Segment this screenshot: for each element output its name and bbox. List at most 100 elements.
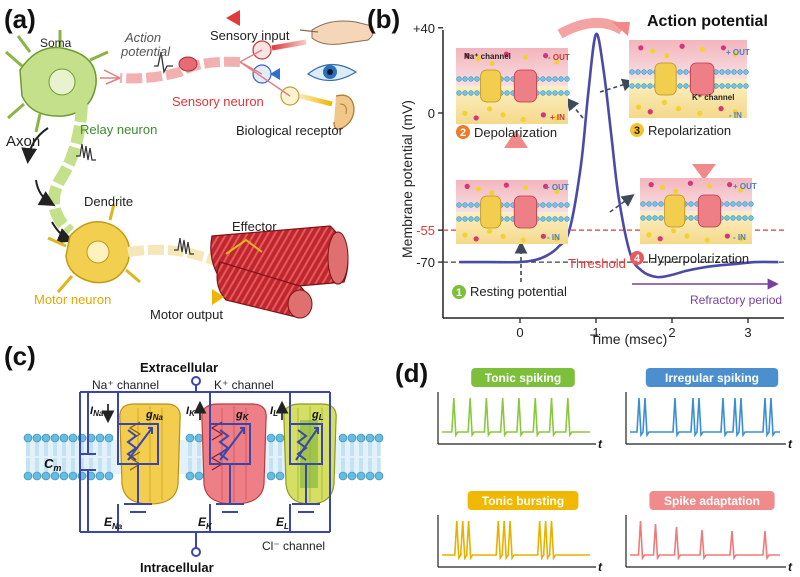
lipid-head [185, 471, 195, 481]
lipid-head [32, 471, 42, 481]
motor-spike-train-icon [174, 237, 194, 255]
lipid-head [742, 201, 748, 207]
ion [462, 232, 468, 238]
ion [554, 115, 560, 121]
lipid-tail [35, 442, 39, 472]
intracellular-terminal [191, 547, 201, 557]
ion [720, 45, 727, 51]
refractory-label: Refractory period [690, 293, 782, 307]
label-g-na: gNa [145, 409, 164, 422]
lipid-head [104, 433, 114, 443]
ion [500, 112, 506, 118]
lipid-head [504, 216, 510, 222]
ion [673, 188, 679, 194]
lipid-head [629, 83, 635, 89]
membrane-inset-depolarization [456, 48, 570, 124]
lipid-tail [350, 442, 354, 472]
lipid-head [374, 471, 384, 481]
lipid-head [456, 202, 462, 208]
panel-b-action-potential: (b) Action potential Membrane potential … [367, 4, 784, 347]
inset3-out-label: + OUT [726, 48, 750, 57]
stage3-to-4-arrowhead [692, 164, 716, 180]
inset3-k-channel-label: K⁺ channel [692, 93, 734, 102]
lipid-head [347, 471, 357, 481]
extracellular-terminal [191, 376, 201, 386]
ion [724, 233, 730, 239]
pattern-label: Spike adaptation [664, 494, 760, 508]
label-relay-neuron: Relay neuron [80, 122, 157, 137]
inset-k-channel [513, 69, 538, 103]
motor-output-arrowhead [212, 289, 224, 305]
lipid-head [41, 471, 51, 481]
ion [554, 59, 560, 65]
lipid-head [552, 76, 558, 82]
relay-neuron [5, 30, 109, 133]
pattern-time-label: t [598, 437, 603, 451]
lipid-head [737, 83, 743, 89]
lipid-tail [278, 442, 282, 472]
lipid-head [683, 83, 689, 89]
lipid-head [730, 201, 736, 207]
label-g-k: gK [235, 409, 250, 422]
lipid-head [41, 433, 51, 443]
label-e-k: EK [198, 515, 213, 531]
lipid-head [683, 69, 689, 75]
lipid-head [742, 215, 748, 221]
lipid-head [50, 471, 60, 481]
lipid-tail [62, 442, 66, 472]
guide-arrow-hyperpolarization [609, 194, 635, 213]
inset-k-channel [697, 194, 722, 228]
lipid-head [23, 471, 33, 481]
lipid-head [50, 433, 60, 443]
sensory-neuron-soma [178, 56, 198, 72]
inset-na-channel [480, 195, 502, 229]
motor-axon [127, 244, 237, 275]
ion [699, 46, 705, 52]
ion [473, 236, 479, 242]
lipid-head [95, 471, 105, 481]
ion [687, 180, 694, 186]
label-potential: potential [120, 44, 171, 59]
hearing-signal-arrow [299, 93, 333, 107]
lipid-head [552, 216, 558, 222]
membrane-inset-resting [456, 180, 570, 244]
ion [684, 233, 690, 239]
label-i-na: INa [90, 405, 104, 418]
lipid-head [540, 216, 546, 222]
motor-neuron [47, 203, 141, 293]
lipid-head [504, 90, 510, 96]
muscle-effector [210, 225, 349, 319]
lipid-head [266, 433, 276, 443]
lipid-head [338, 471, 348, 481]
vision-arrowhead [270, 68, 280, 80]
ion [487, 228, 493, 234]
label-c-m: Cm [44, 456, 61, 473]
label-e-l: EL [276, 515, 289, 531]
lipid-head [546, 90, 552, 96]
stage-3-number: 3 [634, 125, 640, 137]
inset2-out-label: - OUT [548, 53, 570, 62]
lipid-head [474, 216, 480, 222]
lipid-tail [98, 442, 102, 472]
ion [487, 106, 493, 112]
lipid-head [59, 471, 69, 481]
lipid-head [731, 83, 737, 89]
label-dendrite: Dendrite [84, 194, 133, 209]
lipid-head [474, 90, 480, 96]
ion [648, 182, 654, 188]
lipid-head [719, 83, 725, 89]
pattern-label: Tonic spiking [485, 371, 561, 385]
touch-signal-arrow [271, 39, 307, 51]
membrane-inset-repolarization [629, 40, 749, 118]
lipid-head [688, 215, 694, 221]
label-intracellular: Intracellular [140, 560, 214, 575]
ion [718, 106, 724, 112]
lipid-head [748, 215, 754, 221]
panel-c-equivalent-circuit: (c) [4, 341, 384, 575]
ion [657, 236, 663, 242]
lipid-head [266, 471, 276, 481]
ion [473, 115, 479, 121]
